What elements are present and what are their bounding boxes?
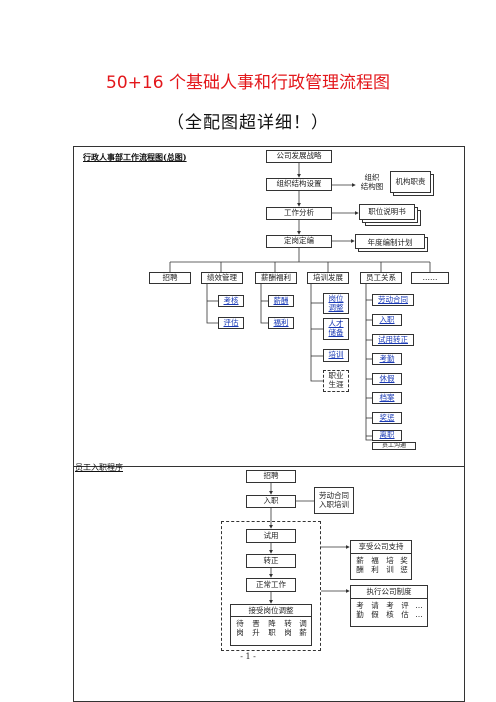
adjust-item: 待 岗: [236, 619, 244, 638]
step-staffing: 定岗定编: [266, 235, 332, 248]
rules-title: 执行公司制度: [366, 587, 412, 596]
rules-box: 执行公司制度: [350, 585, 428, 627]
adjust-box: 接受岗位调整: [230, 604, 312, 646]
adjust-title: 接受岗位调整: [248, 606, 294, 615]
page-number: - 1 -: [240, 652, 256, 661]
pay-item-salary: 薪酬: [268, 295, 294, 307]
relation-leave: 休假: [372, 373, 402, 385]
support-item: 薪 酬: [356, 556, 364, 575]
category-relations: 员工关系: [360, 272, 402, 284]
perf-item-evaluation: 评估: [218, 317, 244, 329]
relation-attendance: 考勤: [372, 353, 402, 365]
chart2-title: 员工入职程序: [75, 463, 123, 472]
support-item: 奖 惩: [400, 556, 408, 575]
step-org-structure: 组织结构设置: [266, 178, 332, 191]
relation-resign: 离职: [372, 430, 402, 441]
category-more: ……: [411, 272, 449, 284]
support-item: 培 训: [386, 556, 394, 575]
category-compensation: 薪酬福利: [255, 272, 297, 284]
rules-item: 请 假: [371, 601, 379, 620]
train-item-training: 培训: [323, 349, 349, 362]
doc-sheet-front: [390, 171, 431, 193]
category-performance: 绩效管理: [201, 272, 243, 284]
relation-contract: 劳动合同: [372, 294, 414, 306]
support-divider: [350, 553, 412, 554]
train-item-career: 职业 生涯: [323, 370, 349, 392]
step-onboard: 入职: [246, 495, 296, 508]
train-item-adjust: 岗位 调整: [323, 293, 349, 314]
relation-probation: 试用转正: [372, 334, 414, 346]
employment-group: [221, 521, 321, 651]
step-normal-work: 正常工作: [246, 578, 296, 592]
step-job-analysis: 工作分析: [266, 207, 332, 220]
org-chart-label: 组织 结构图: [360, 173, 384, 191]
adjust-item: 转 岗: [284, 619, 292, 638]
job-description-label: 职位说明书: [368, 206, 406, 216]
category-recruit: 招聘: [149, 272, 191, 284]
rules-divider: [350, 598, 428, 599]
relation-communication: 员工沟通: [372, 442, 416, 450]
org-duty-label: 机构职责: [395, 176, 426, 186]
chart1-title: 行政人事部工作流程图(总图): [83, 152, 187, 162]
org-docs: 组织 结构图 机构职责: [356, 168, 436, 200]
annual-plan-doc: 年度编制计划: [355, 234, 431, 254]
step-probation: 试用: [246, 529, 296, 543]
support-box: 享受公司支持: [350, 540, 412, 580]
perf-item-appraisal: 考核: [218, 295, 244, 307]
step-recruit: 招聘: [246, 470, 296, 483]
step-strategy: 公司发展战略: [266, 150, 332, 163]
pay-item-welfare: 福利: [268, 317, 294, 329]
train-item-talent: 人才 储备: [323, 318, 349, 340]
relation-archive: 档案: [372, 392, 402, 404]
document-subtitle: （全配图超详细！）: [167, 113, 329, 133]
doc-sheet-front: [359, 204, 415, 220]
rules-item: … …: [415, 601, 423, 620]
annual-plan-label: 年度编制计划: [367, 238, 413, 248]
relation-onboard: 入职: [372, 314, 402, 326]
adjust-item: 调 薪: [299, 619, 307, 638]
onboard-note: 劳动合同 入职培训: [314, 487, 354, 514]
rules-item: 评 估: [401, 601, 409, 620]
doc-sheet-front: [355, 234, 425, 249]
relation-reward: 奖惩: [372, 412, 402, 424]
support-title: 享受公司支持: [358, 542, 404, 551]
section-divider: [73, 466, 465, 467]
step-regular: 转正: [246, 554, 296, 568]
adjust-item: 晋 升: [252, 619, 260, 638]
adjust-item: 降 职: [268, 619, 276, 638]
rules-item: 考 核: [386, 601, 394, 620]
category-training: 培训发展: [307, 272, 349, 284]
document-title: 50+16 个基础人事和行政管理流程图: [106, 73, 390, 93]
job-description-doc: 职位说明书: [359, 204, 423, 228]
adjust-divider: [230, 616, 312, 617]
support-item: 福 利: [371, 556, 379, 575]
rules-item: 考 勤: [356, 601, 364, 620]
